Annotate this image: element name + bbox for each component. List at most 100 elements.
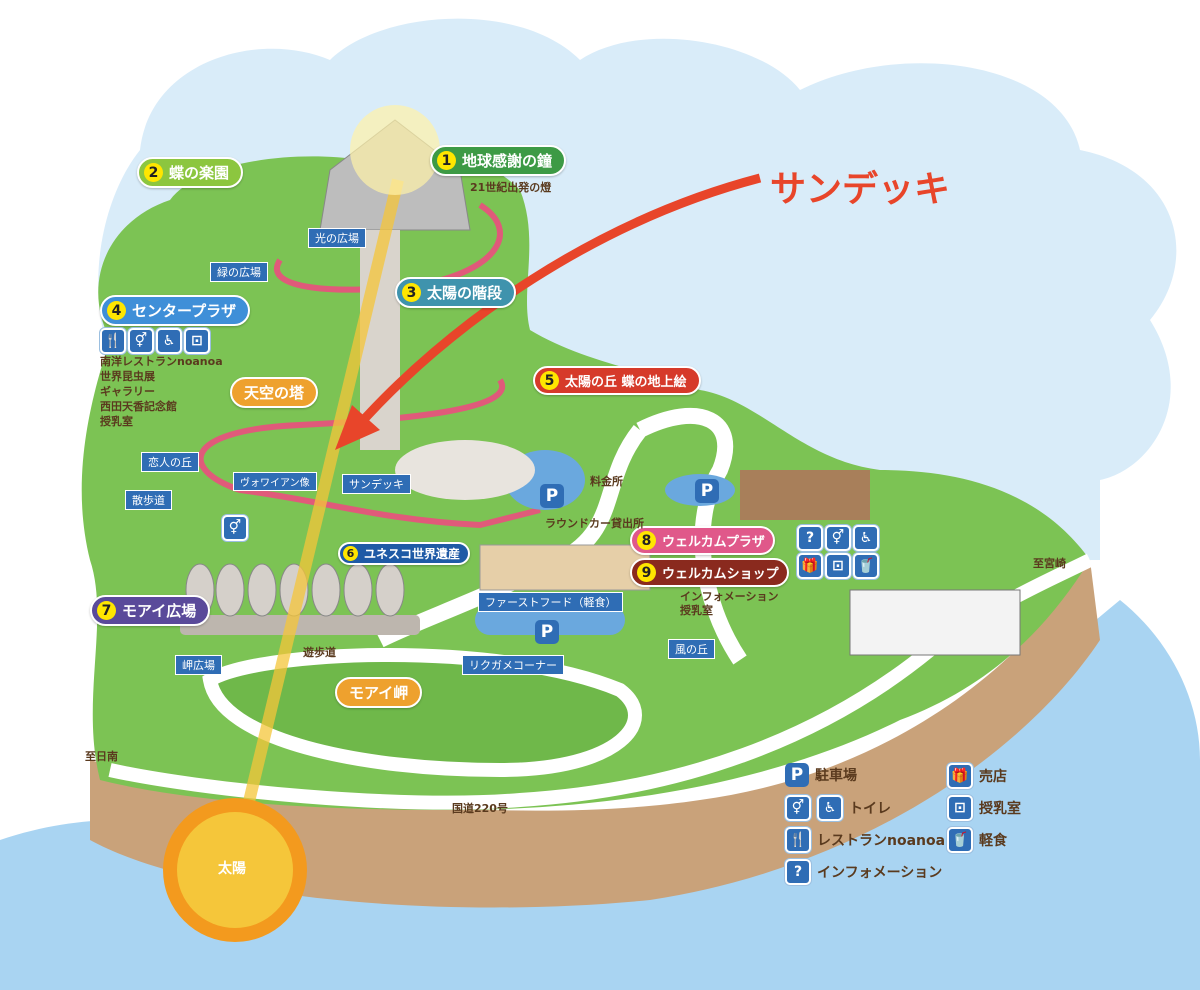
tag-voyan[interactable]: ヴォワイアン像: [233, 472, 317, 491]
spot-label: ウェルカムプラザ: [662, 535, 765, 550]
parking-icon[interactable]: P: [540, 484, 564, 508]
sun-beam: [229, 178, 404, 862]
spot-label: 蝶の楽園: [169, 164, 230, 182]
tag-kaze[interactable]: 風の丘: [668, 639, 715, 659]
spot-number: 8: [637, 531, 656, 550]
map-legend: P 駐車場 ⚥♿ トイレ 🍴 レストランnoanoa ? インフォメーション 🎁 売店 ⊡…: [785, 763, 1045, 893]
nursing-icon: ⊡: [184, 328, 210, 354]
spot-5[interactable]: 5 太陽の丘 蝶の地上絵: [533, 366, 701, 395]
tag-misaki[interactable]: 岬広場: [175, 655, 222, 675]
legend-label: 授乳室: [979, 801, 1021, 817]
legend-restaurant: 🍴 レストランnoanoa: [785, 827, 945, 853]
nursing-icon: ⊡: [947, 795, 973, 821]
info-icon: ?: [797, 525, 823, 551]
sun-label: 太陽: [218, 861, 246, 877]
wheelchair-icon: ♿: [156, 328, 182, 354]
spot-1[interactable]: 1 地球感謝の鐘: [430, 145, 567, 176]
tag-koibito[interactable]: 恋人の丘: [141, 452, 199, 472]
spot-label: モアイ広場: [122, 602, 197, 620]
spot-4[interactable]: 4 センタープラザ: [100, 295, 251, 326]
legend-label: レストランnoanoa: [817, 833, 946, 849]
legend-snack: 🥤 軽食: [947, 827, 1007, 853]
cape-label[interactable]: モアイ岬: [335, 677, 423, 708]
island-left: [81, 150, 1091, 810]
toll-label: 料金所: [590, 475, 623, 488]
miyazaki-label: 至宮崎: [1033, 557, 1066, 570]
nursing-icon: ⊡: [825, 553, 851, 579]
facility-item: ギャラリー: [100, 385, 155, 398]
legend-shop: 🎁 売店: [947, 763, 1007, 789]
spot-7[interactable]: 7 モアイ広場: [90, 595, 211, 626]
legend-parking: P 駐車場: [785, 763, 857, 787]
spot-number: 4: [107, 301, 126, 320]
shop-icon: 🎁: [797, 553, 823, 579]
fastfood-building: [479, 544, 651, 591]
facility-item: 世界昆虫展: [100, 370, 155, 383]
restaurant-icon: 🍴: [785, 827, 811, 853]
info-label: インフォメーション: [680, 590, 779, 603]
toilet-icon: ⚥: [785, 795, 811, 821]
tag-sanpo[interactable]: 散歩道: [125, 490, 172, 510]
spot-label: センタープラザ: [132, 302, 237, 320]
spot-number: 5: [540, 371, 559, 390]
tag-fastfood[interactable]: ファーストフード（軽食）: [478, 592, 624, 612]
spot-number: 1: [437, 151, 456, 170]
tower-label[interactable]: 天空の塔: [230, 377, 319, 408]
snack-icon: 🥤: [947, 827, 973, 853]
welcome-building: [849, 589, 1021, 656]
wheelchair-icon: ♿: [853, 525, 879, 551]
toilet-icon: ⚥: [128, 328, 154, 354]
fence: [740, 470, 870, 520]
snack-icon: 🥤: [853, 553, 879, 579]
spot-number: 9: [637, 563, 656, 582]
spot-number: 7: [97, 601, 116, 620]
spot-6[interactable]: 6 ユネスコ世界遺産: [338, 542, 471, 565]
spot-label: 太陽の階段: [427, 284, 503, 302]
parking-icon[interactable]: P: [695, 479, 719, 503]
yuhodo-label: 遊歩道: [303, 646, 336, 659]
spot-label: ユネスコ世界遺産: [364, 547, 461, 561]
legend-toilet: ⚥♿ トイレ: [785, 795, 891, 821]
legend-nursing: ⊡ 授乳室: [947, 795, 1021, 821]
center-plaza-facilities: 南洋レストランnoanoa 世界昆虫展 ギャラリー 西田天香記念館 授乳室: [100, 354, 223, 429]
spot-label: ウェルカムショップ: [662, 567, 779, 582]
shop-icon: 🎁: [947, 763, 973, 789]
torch-label: 21世紀出発の燈: [470, 181, 552, 194]
spot-9[interactable]: 9 ウェルカムショップ: [630, 558, 789, 587]
sun-halo: [350, 105, 440, 195]
tag-midori[interactable]: 緑の広場: [210, 262, 268, 282]
info-icon: ?: [785, 859, 811, 885]
legend-label: 軽食: [979, 833, 1007, 849]
tag-rikugame[interactable]: リクガメコーナー: [462, 655, 564, 675]
toilet-icon: ⚥: [222, 515, 248, 541]
spot-label: 地球感謝の鐘: [462, 152, 553, 170]
wheelchair-icon: ♿: [817, 795, 843, 821]
legend-label: 駐車場: [815, 768, 857, 784]
sun-icon: [163, 798, 307, 942]
butterfly-geoglyph: [395, 440, 535, 500]
facility-item: 授乳室: [100, 415, 133, 428]
facility-item: 南洋レストランnoanoa: [100, 355, 223, 368]
restaurant-icon: 🍴: [100, 328, 126, 354]
facility-item: 西田天香記念館: [100, 400, 177, 413]
legend-label: インフォメーション: [817, 865, 943, 881]
tag-hikari[interactable]: 光の広場: [308, 228, 366, 248]
spot-8[interactable]: 8 ウェルカムプラザ: [630, 526, 775, 555]
legend-label: 売店: [979, 769, 1007, 785]
spot-label: 太陽の丘 蝶の地上絵: [565, 375, 687, 390]
toilet-icon: ⚥: [825, 525, 851, 551]
tag-sundeck[interactable]: サンデッキ: [342, 474, 411, 494]
parking-icon[interactable]: P: [535, 620, 559, 644]
callout-arrowhead: [335, 405, 380, 450]
legend-info: ? インフォメーション: [785, 859, 942, 885]
spot-number: 6: [343, 546, 358, 561]
callout-arrow: [346, 173, 762, 438]
nichinan-label: 至日南: [85, 750, 118, 763]
cliff: [90, 560, 1100, 908]
parking-icon: P: [785, 763, 809, 787]
legend-label: トイレ: [849, 801, 891, 817]
